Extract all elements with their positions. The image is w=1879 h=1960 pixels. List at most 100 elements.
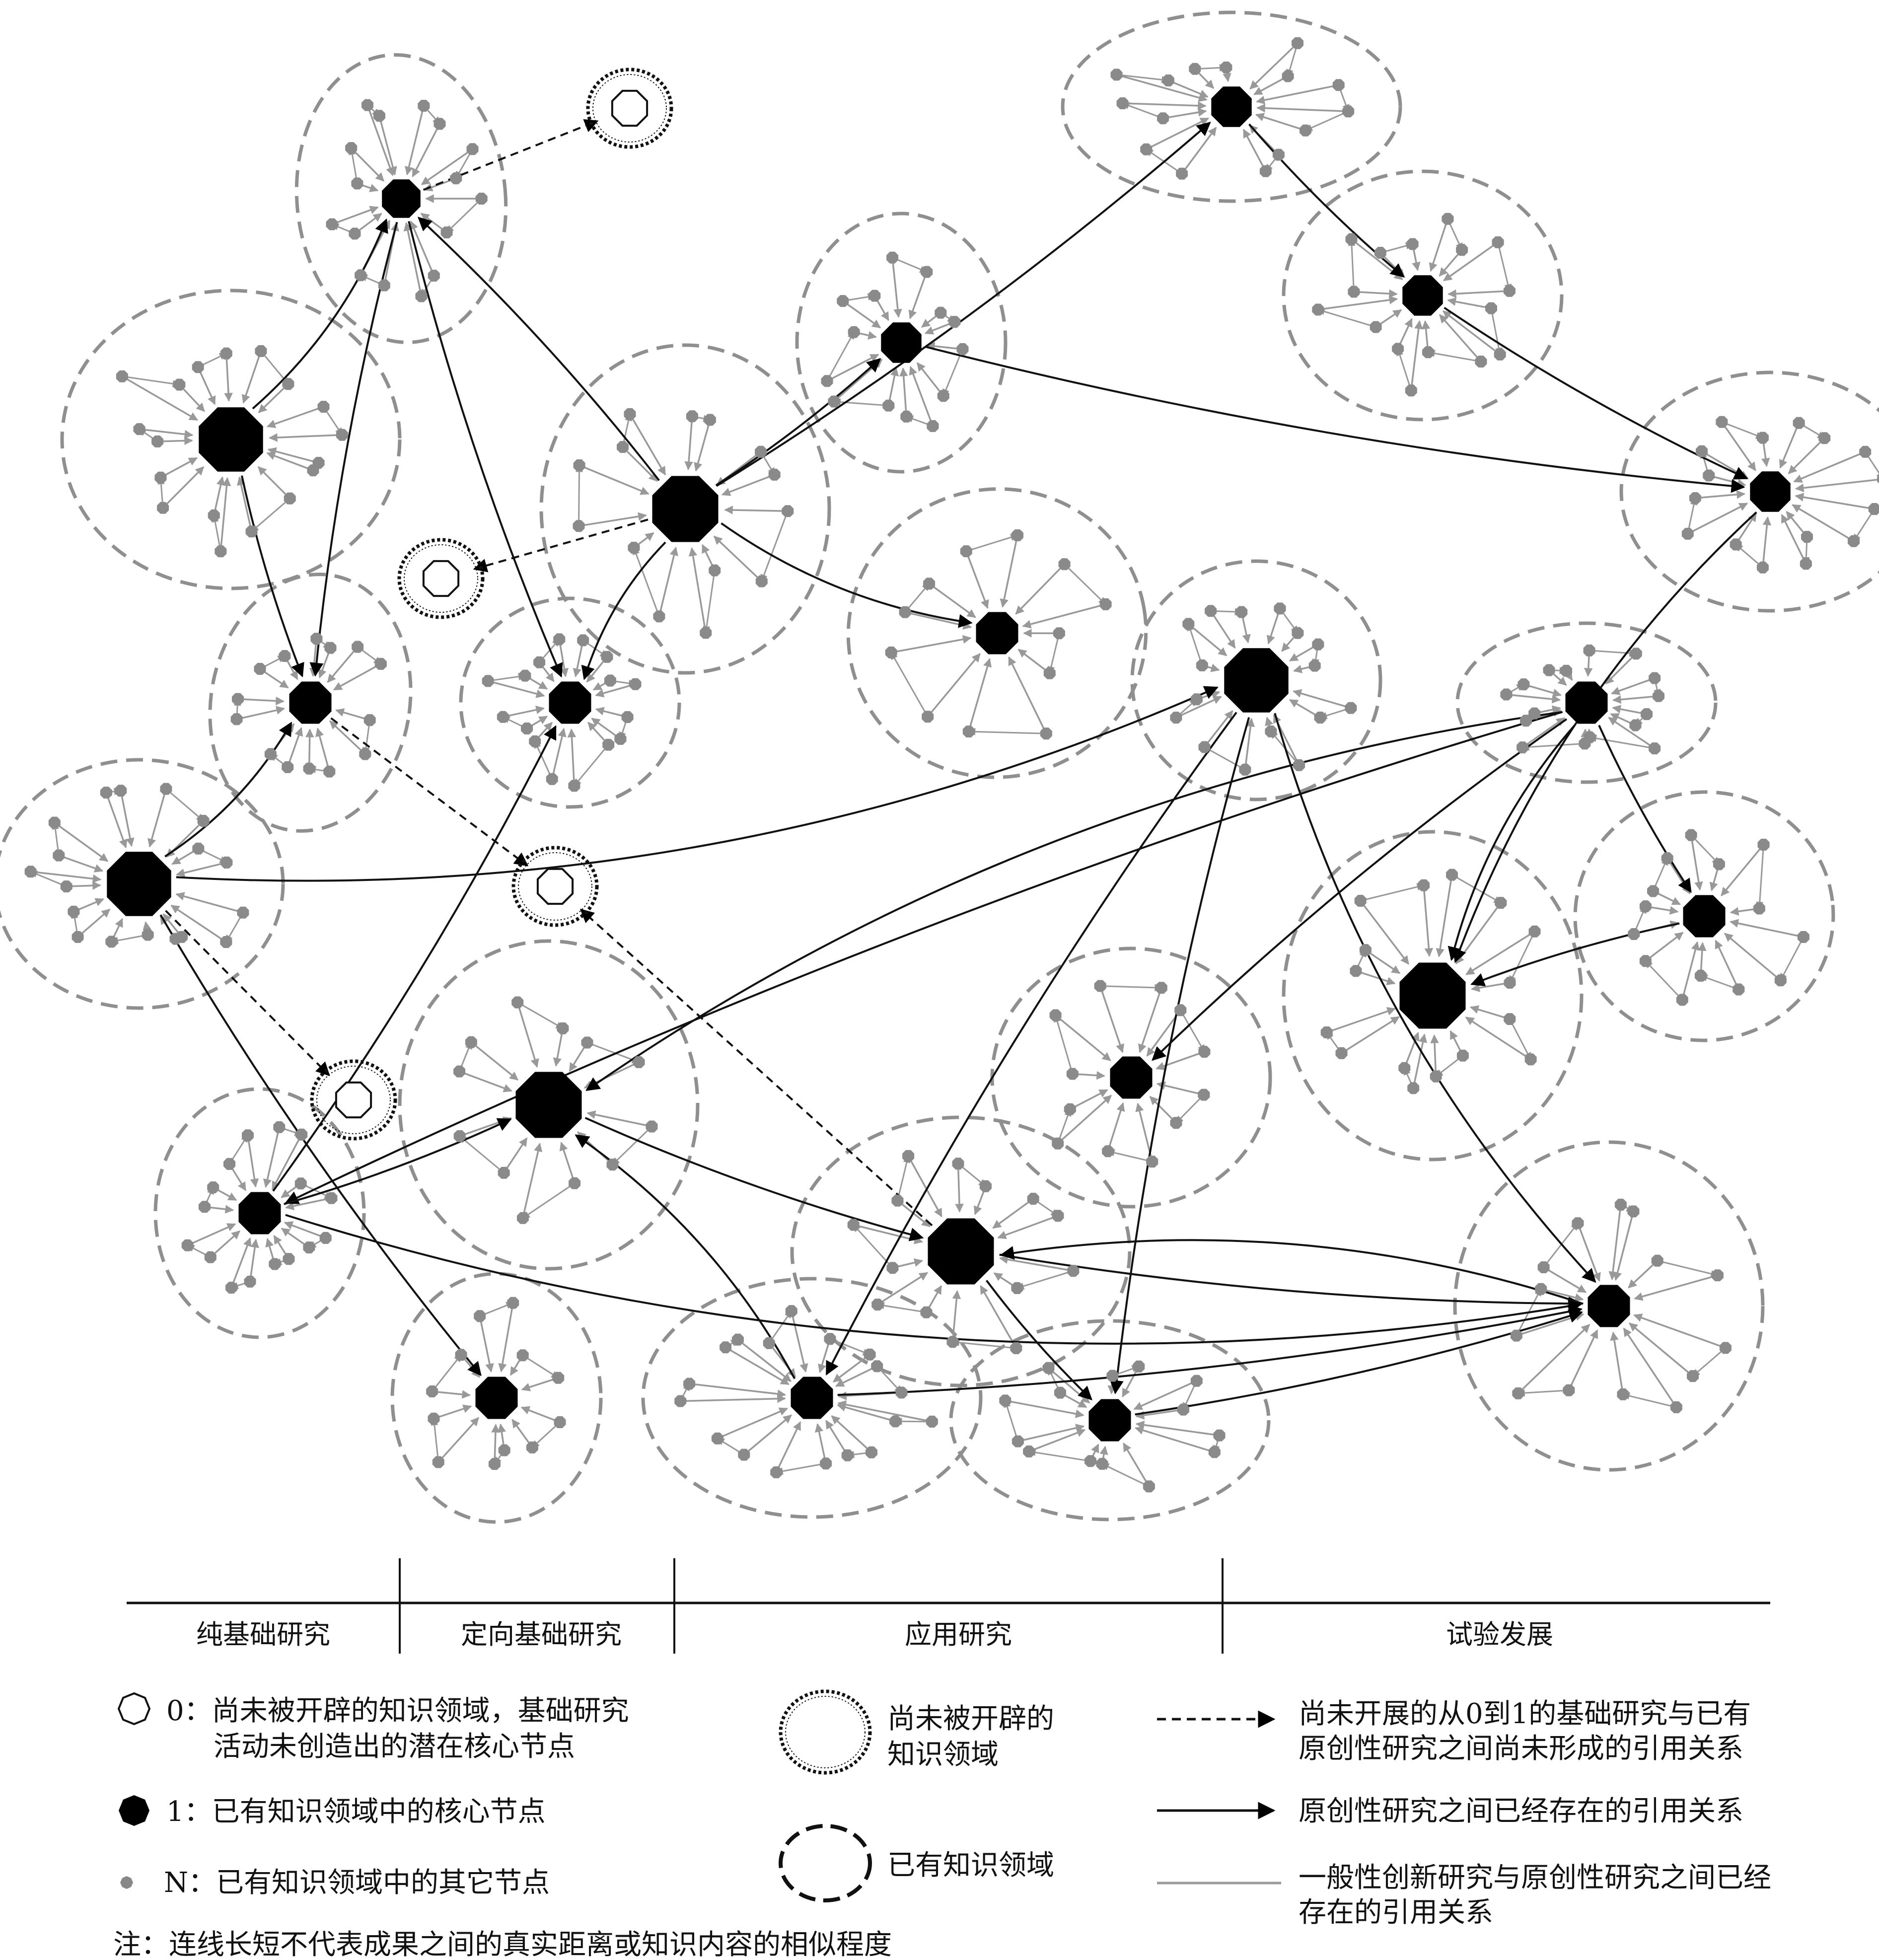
general-citation-link <box>558 639 569 677</box>
general-citation-link <box>999 1255 1074 1272</box>
other-node <box>1354 895 1367 907</box>
other-node <box>232 693 244 705</box>
other-node <box>899 606 911 618</box>
other-node <box>1492 236 1504 248</box>
knowledge-area-boundary <box>459 596 681 809</box>
core-node <box>928 1218 994 1285</box>
general-citation-link <box>837 1403 896 1422</box>
other-node <box>720 1341 732 1354</box>
general-citation-link <box>251 498 290 532</box>
general-citation-link <box>904 583 930 613</box>
general-citation-link <box>1017 1424 1085 1443</box>
other-node <box>1422 346 1434 359</box>
other-node <box>72 931 84 943</box>
other-node <box>1265 725 1277 737</box>
general-citation-link <box>997 1215 1059 1239</box>
general-citation-link <box>688 547 707 633</box>
other-node <box>1392 343 1404 355</box>
other-node <box>116 370 128 382</box>
knowledge-area-boundary <box>1455 621 1718 784</box>
other-node <box>169 933 182 945</box>
general-citation-link <box>1779 423 1800 469</box>
other-node <box>886 1262 899 1274</box>
unopened-knowledge-area-inner <box>518 852 592 921</box>
general-citation-link <box>122 375 180 388</box>
other-node <box>885 646 897 658</box>
other-node <box>157 502 169 514</box>
other-node <box>426 1385 438 1397</box>
stage-label-pure-basic: 纯基础研究 <box>196 1619 330 1650</box>
general-citation-link <box>1355 970 1396 985</box>
general-citation-link <box>105 792 128 849</box>
other-node <box>197 815 210 827</box>
other-node <box>68 905 80 918</box>
other-node <box>220 347 232 360</box>
other-node <box>848 326 860 338</box>
other-node <box>1370 321 1382 333</box>
footnote: 注：连线长短不代表成果之间的真实距离或知识内容的相似程度 <box>113 1929 892 1960</box>
general-citation-link <box>952 1339 1016 1349</box>
other-node <box>53 849 65 862</box>
general-citation-link <box>1608 1204 1622 1281</box>
other-node <box>921 266 933 278</box>
other-node <box>1314 712 1326 724</box>
general-citation-link <box>1107 1102 1125 1152</box>
other-node <box>374 657 387 670</box>
general-citation-link <box>266 406 324 429</box>
legend-solid-link: 原创性研究之间已经存在的引用关系 <box>1299 1795 1743 1827</box>
other-node <box>557 1022 569 1034</box>
other-node <box>1106 1370 1119 1382</box>
other-node <box>1512 1387 1524 1399</box>
other-node <box>937 390 949 402</box>
other-node <box>1617 1388 1629 1400</box>
other-node <box>1485 302 1497 314</box>
other-node <box>1801 531 1813 543</box>
general-citation-link <box>1762 516 1772 568</box>
stage-label-applied: 应用研究 <box>905 1619 1012 1650</box>
general-citation-link <box>1623 1327 1677 1408</box>
original-citation-link <box>1598 725 1692 893</box>
other-node <box>1560 664 1573 677</box>
general-citation-link <box>1613 1211 1635 1281</box>
general-citation-link <box>378 115 397 176</box>
other-node <box>325 1192 338 1204</box>
other-node <box>465 1036 477 1048</box>
general-citation-link <box>1410 320 1423 391</box>
other-node <box>100 787 112 799</box>
other-node <box>1446 869 1458 881</box>
other-node <box>198 1201 211 1213</box>
general-citation-link <box>433 1404 472 1420</box>
general-citation-link <box>30 871 67 887</box>
general-citation-link <box>955 1163 964 1213</box>
other-node <box>255 345 267 357</box>
other-node <box>1198 1046 1211 1058</box>
other-node <box>1235 606 1248 618</box>
general-citation-link <box>1721 421 1756 471</box>
other-node <box>1661 852 1673 865</box>
general-citation-link <box>1490 308 1503 356</box>
general-citation-link <box>1253 75 1289 95</box>
other-node <box>935 306 947 319</box>
general-citation-link <box>1168 79 1209 98</box>
general-citation-link <box>1429 218 1449 272</box>
other-node <box>1308 659 1321 672</box>
other-node <box>546 773 558 785</box>
other-node <box>1174 1004 1187 1016</box>
general-citation-link <box>829 1338 870 1356</box>
other-node <box>1711 1269 1724 1282</box>
general-citation-link <box>567 728 577 786</box>
general-citation-link <box>178 384 205 412</box>
other-node <box>1653 690 1664 702</box>
other-node <box>820 1457 832 1470</box>
other-node <box>264 748 277 760</box>
general-citation-link <box>1439 314 1482 363</box>
other-node <box>952 1158 964 1170</box>
other-node <box>1096 1457 1108 1470</box>
general-citation-link <box>992 1198 1034 1229</box>
general-citation-link <box>689 1382 787 1398</box>
other-node <box>628 542 640 554</box>
other-node <box>1877 474 1879 484</box>
potential-core-node <box>611 89 649 127</box>
original-citation-link <box>1000 1239 1584 1305</box>
